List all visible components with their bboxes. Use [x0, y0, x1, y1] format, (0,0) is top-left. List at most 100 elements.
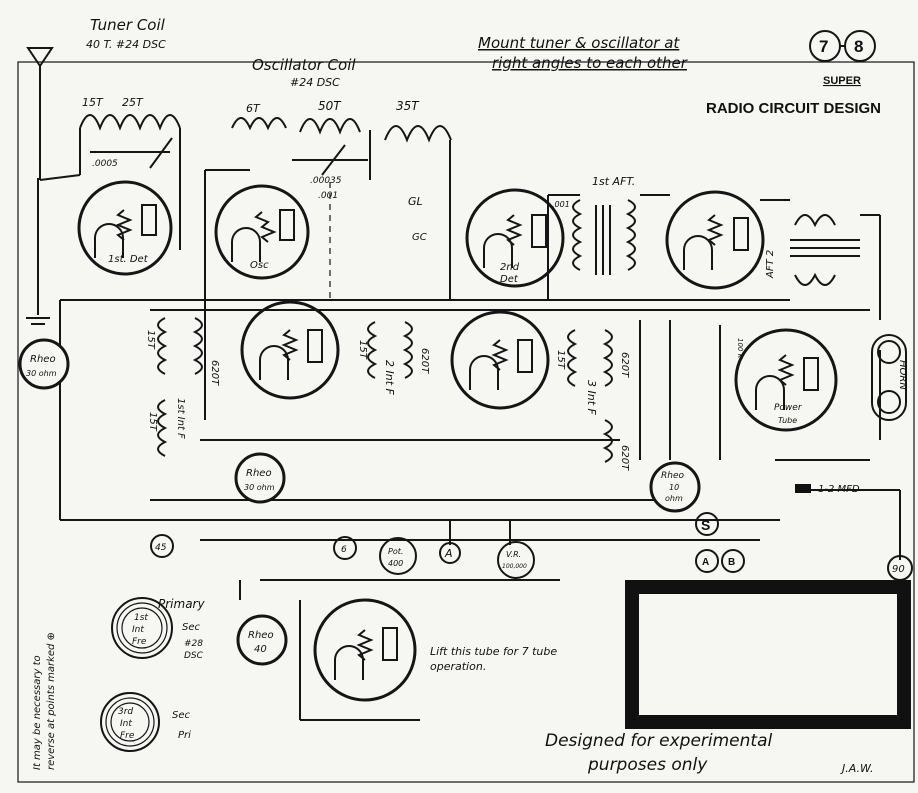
aft1-label: 1st AFT. — [592, 175, 635, 188]
terminal-45-label: 45 — [155, 543, 167, 553]
tube-elements — [94, 204, 819, 680]
if-coil-legend-1 — [111, 597, 173, 659]
legend-if1-c: Fre — [132, 637, 147, 647]
badge-8-label: 8 — [854, 37, 863, 56]
cap-001b-label: .001 — [552, 200, 570, 209]
legend-if3-b: Int — [120, 719, 132, 729]
cap-001-label: .001 — [318, 191, 338, 201]
rheo-a-value: 30 ohm — [26, 369, 57, 378]
terminal-b-label: B — [728, 557, 735, 568]
oscillator-coil — [292, 118, 368, 300]
coil-15t-label: 15T — [82, 96, 104, 109]
if3-620t-label: 620T — [619, 352, 630, 378]
if2-label: 2 Int F — [383, 360, 396, 396]
rheostat-10-ohm — [649, 461, 701, 513]
legend-if1-b: Int — [132, 625, 144, 635]
tube-det1-label: 1st. Det — [108, 254, 149, 265]
designed-note-line-1: Designed for experimental — [545, 731, 772, 751]
oscillator-coil-spec: #24 DSC — [290, 76, 340, 89]
horn-speaker — [871, 334, 907, 421]
legend-sec2-label: Sec — [172, 710, 191, 721]
legend-wire: #28 — [184, 639, 203, 649]
terminal-6 — [333, 536, 357, 560]
rheo-b-value: 30 ohm — [244, 483, 275, 492]
tube-optional — [313, 598, 417, 702]
if1-15t-label: 15T — [145, 330, 156, 350]
lift-note-line-2: operation. — [430, 660, 486, 673]
side-note-line-2: reverse at points marked ⊕ — [46, 632, 57, 770]
af-transformer-2 — [790, 214, 860, 286]
terminal-45 — [150, 534, 174, 558]
if1-label: 1st Int F — [175, 398, 186, 439]
switch-s-label: S — [701, 517, 710, 533]
tube-if-2 — [450, 310, 550, 410]
rheostat-30-ohm-a — [18, 338, 70, 390]
rheo-40-label: Rheo — [248, 630, 274, 641]
legend-wire-b: DSC — [184, 651, 204, 661]
badge-7-label: 7 — [819, 37, 828, 56]
side-note-line-1: It may be necessary to — [32, 655, 43, 770]
af-transformer-1 — [572, 199, 636, 275]
if2-620t-label: 620T — [419, 348, 430, 374]
grid-leak-label: GL — [408, 195, 423, 208]
legend-sec-label: Sec — [182, 622, 201, 633]
mount-note-line-2: right angles to each other — [492, 54, 688, 72]
rheo-10-label: Rheo — [661, 471, 684, 481]
tube-if-1 — [240, 300, 340, 400]
coil-25t-label: 25T — [122, 96, 144, 109]
tube-af-1 — [665, 190, 765, 290]
coil-6t-label: 6T — [246, 102, 261, 115]
super-label: SUPER — [823, 75, 861, 87]
if3b-620t-label: 620T — [619, 445, 630, 471]
rheostat-30-ohm-b — [234, 452, 286, 504]
if3-label: 3 Int F — [585, 380, 598, 416]
if-coil-legend-3 — [100, 692, 160, 752]
designed-note-line-2: purposes only — [587, 755, 708, 775]
diagram-border — [17, 61, 915, 783]
tube-det2-label-a: 2nd — [500, 262, 520, 273]
tube-power-label-a: Power — [774, 403, 803, 413]
antenna-icon — [26, 47, 54, 180]
mount-note-line-1: Mount tuner & oscillator at — [478, 34, 680, 52]
tuner-coil-spec: 40 T. #24 DSC — [86, 38, 166, 51]
initials: J.A.W. — [840, 762, 873, 775]
coil-35t — [384, 125, 452, 143]
legend-if3-c: Fre — [120, 731, 135, 741]
rheo-a-label: Rheo — [30, 354, 56, 365]
title: RADIO CIRCUIT DESIGN — [706, 100, 881, 117]
terminal-a-label: A — [444, 547, 453, 560]
cap-osc-label: .00035 — [310, 176, 342, 186]
legend-pri-label: Pri — [178, 730, 191, 741]
terminal-a2-label: A — [702, 557, 709, 568]
coil-50t-label: 50T — [318, 99, 342, 113]
terminal-a-plus — [695, 549, 719, 573]
variable-resistor — [497, 541, 535, 579]
if2-15t-label: 15T — [357, 340, 368, 360]
capacitor-icon — [795, 484, 811, 493]
terminal-b — [721, 549, 745, 573]
aft2-label: AFT 2 — [765, 250, 776, 279]
vr-label: V.R. — [506, 550, 521, 559]
if1-620t-label: 620T — [209, 360, 220, 386]
tube-osc-label: Osc — [250, 260, 269, 271]
legend-primary-label: Primary — [158, 597, 205, 611]
horn-label: HORN — [897, 360, 908, 390]
tuner-coil — [79, 114, 181, 175]
grid-cond-label: GC — [412, 232, 427, 243]
terminal-90-label: 90 — [892, 564, 905, 575]
if-transformers — [157, 317, 613, 463]
rheo-10-unit: ohm — [665, 494, 683, 503]
tuner-coil-label: Tuner Coil — [90, 16, 166, 34]
terminal-6-label: 6 — [341, 545, 347, 555]
ground-icon — [26, 178, 50, 325]
resistor-100k-label: 100 K — [736, 338, 744, 360]
mfd-label: 1-2 MFD — [818, 484, 860, 495]
tube-power-label-b: Tube — [778, 416, 797, 425]
rheo-40-value: 40 — [254, 644, 267, 655]
switch-s — [695, 512, 719, 536]
pot-value: 400 — [388, 559, 403, 568]
rheostat-40 — [236, 614, 288, 666]
coil-6t — [231, 117, 287, 131]
legend-if1-a: 1st — [134, 613, 148, 623]
